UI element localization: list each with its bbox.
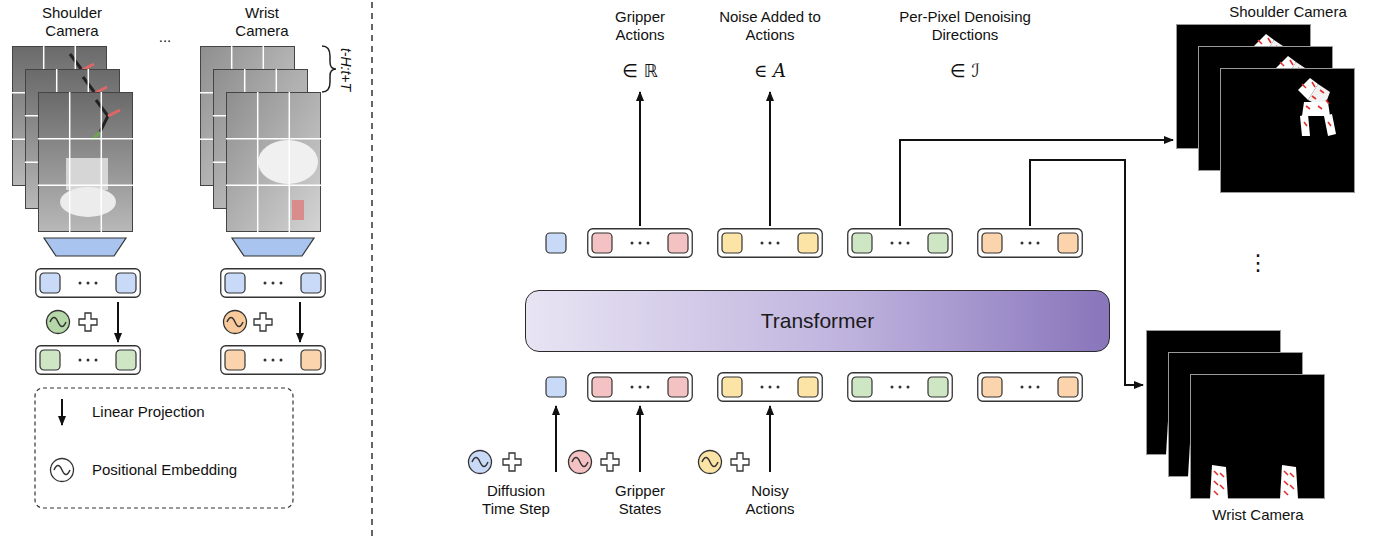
wrist-output-frames — [1147, 331, 1325, 500]
token-row — [588, 373, 693, 402]
legend-text: Positional Embedding — [92, 461, 237, 479]
image-encoder — [44, 238, 126, 256]
finger-mask — [1280, 465, 1298, 499]
input-embeddings — [469, 406, 771, 474]
transformer-box: Transformer — [525, 290, 1110, 352]
plus-symbol — [79, 313, 97, 331]
time-range: t-H:t+T — [337, 47, 354, 90]
projection-arrow — [117, 302, 119, 342]
image-encoder — [232, 238, 314, 256]
stack-heading: Wrist Camera — [225, 4, 299, 40]
stack-heading: Shoulder Camera — [30, 4, 114, 40]
output-space: ∈ ℝ — [605, 60, 675, 82]
stack-heading: Wrist Camera — [1193, 506, 1323, 524]
token-row — [848, 229, 953, 258]
input-arrow — [639, 406, 641, 472]
token-row — [978, 229, 1083, 258]
input-arrow — [769, 406, 771, 472]
token-row — [718, 373, 823, 402]
projection-arrow — [299, 302, 301, 342]
sine-symbol — [469, 451, 492, 474]
legend-sine-sample — [51, 459, 74, 482]
camera-frame — [226, 92, 321, 232]
input-arrow — [555, 406, 557, 472]
time-brace — [322, 46, 336, 92]
legend-arrow-sample — [61, 399, 63, 425]
output-stack: Shoulder Camera — [1174, 2, 1357, 195]
token-row — [718, 229, 823, 258]
output-arrow — [900, 140, 1173, 226]
wrist-input-frames — [200, 46, 321, 232]
token-row — [848, 373, 953, 402]
sine-symbol — [224, 311, 247, 334]
token-row — [978, 373, 1083, 402]
plus-symbol — [731, 453, 749, 471]
token — [546, 377, 566, 397]
plus-symbol — [503, 453, 521, 471]
output-frame — [1221, 69, 1355, 193]
ellipsis: ... — [145, 28, 185, 46]
token-row — [36, 269, 141, 298]
input-label: Diffusion Time Step — [474, 482, 558, 518]
sine-symbol — [569, 451, 592, 474]
sine-symbol — [47, 311, 70, 334]
output-label: Gripper Actions — [598, 8, 682, 44]
panel-divider — [371, 2, 373, 541]
box-label: Transformer — [761, 309, 875, 333]
token — [546, 233, 566, 253]
output-space: ∈ A — [735, 60, 805, 82]
camera-stack: Wrist Camera — [198, 2, 323, 234]
input-label: Noisy Actions — [728, 482, 812, 518]
output-label: Noise Added to Actions — [711, 8, 829, 44]
output-space: ∈ ℐ — [930, 60, 1000, 82]
output-arrow — [639, 92, 641, 226]
legend-box — [35, 388, 293, 508]
camera-stack: Shoulder Camera — [10, 2, 135, 234]
output-label: Per-Pixel Denoising Directions — [889, 8, 1041, 44]
input-label: Gripper States — [598, 482, 682, 518]
token-row — [221, 346, 326, 375]
vertical-ellipsis: ⋮ — [1243, 250, 1273, 276]
output-arrow — [769, 92, 771, 226]
shoulder-output-frames — [1177, 25, 1355, 193]
legend-frame — [35, 388, 293, 508]
token-row — [221, 269, 326, 298]
stack-heading: Shoulder Camera — [1223, 3, 1353, 21]
camera-frame — [38, 92, 133, 232]
encoders — [44, 238, 314, 256]
output-frame — [1191, 375, 1325, 499]
left-token-rows — [36, 269, 326, 375]
token-row — [588, 229, 693, 258]
gripper-mask — [1298, 78, 1336, 136]
legend-text: Linear Projection — [92, 403, 205, 421]
plus-symbol — [254, 313, 272, 331]
token-row — [36, 346, 141, 375]
shoulder-input-frames — [12, 46, 133, 232]
plus-symbol — [601, 453, 619, 471]
output-stack: Wrist Camera — [1144, 328, 1327, 540]
finger-mask — [1210, 465, 1228, 499]
sine-symbol — [699, 451, 722, 474]
